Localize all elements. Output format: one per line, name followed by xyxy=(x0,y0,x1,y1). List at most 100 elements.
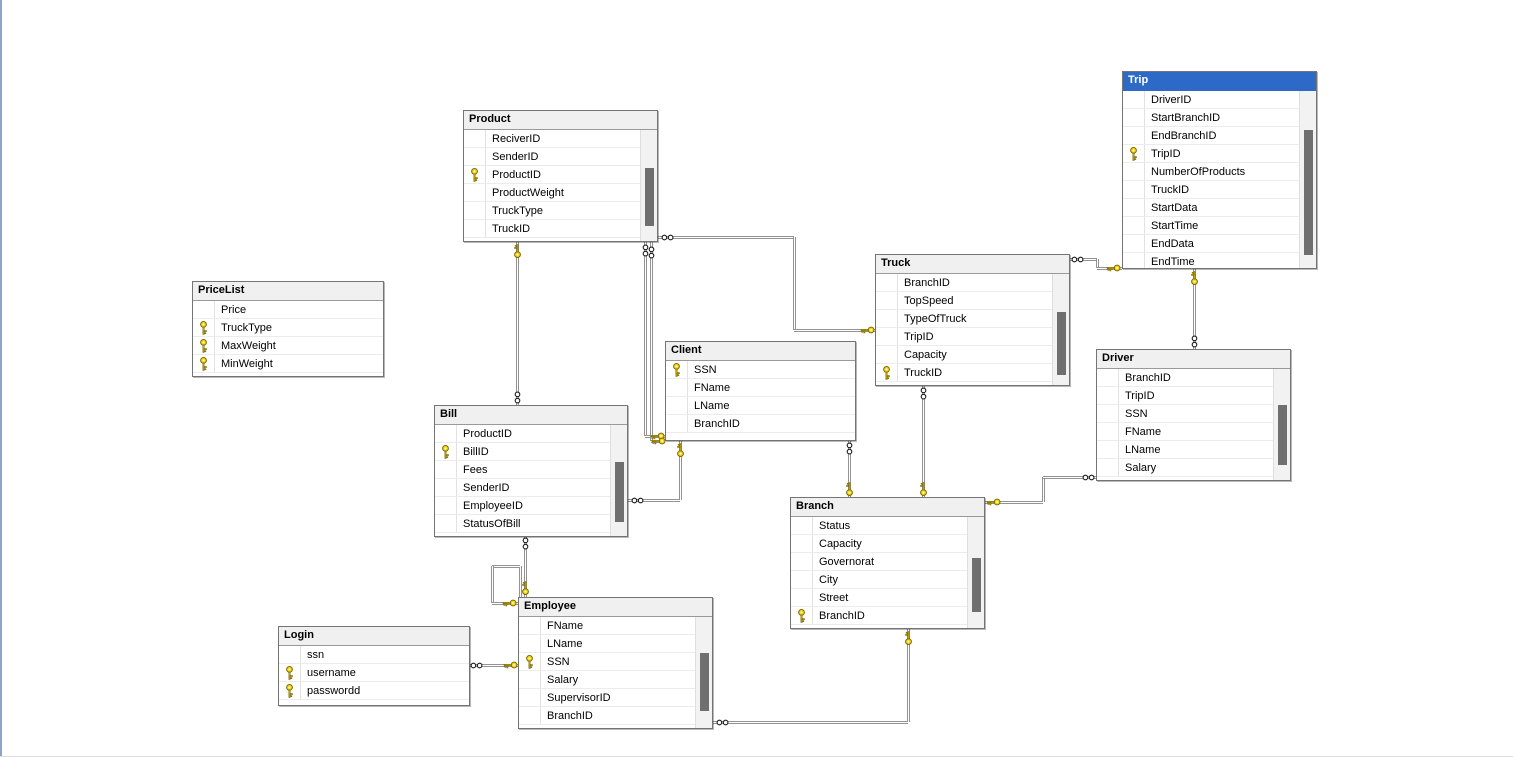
table-row[interactable]: Street xyxy=(791,589,967,607)
table-row[interactable]: FName xyxy=(519,617,695,635)
table-scrollbar[interactable] xyxy=(1273,369,1290,480)
table-row[interactable]: TruckType xyxy=(464,202,640,220)
table-row[interactable]: SSN xyxy=(1097,405,1273,423)
table-header[interactable]: Client xyxy=(666,342,855,361)
table-row[interactable]: BranchID xyxy=(791,607,967,625)
table-row[interactable]: MaxWeight xyxy=(193,337,383,355)
table-row[interactable]: EmployeeID xyxy=(435,497,610,515)
relationship-line-truck-product[interactable] xyxy=(658,236,794,239)
table-header[interactable]: Driver xyxy=(1097,350,1290,369)
table-row[interactable]: Price xyxy=(193,301,383,319)
table-row[interactable]: TruckID xyxy=(1123,181,1299,199)
table-row[interactable]: SenderID xyxy=(435,479,610,497)
table-row[interactable]: Salary xyxy=(519,671,695,689)
table-row[interactable]: EndTime xyxy=(1123,253,1299,268)
relationship-line-branch-driver[interactable] xyxy=(1042,477,1045,502)
scrollbar-thumb[interactable] xyxy=(1304,130,1313,255)
table-row[interactable]: Governorat xyxy=(791,553,967,571)
table-row[interactable]: ReciverID xyxy=(464,130,640,148)
table-row[interactable]: SenderID xyxy=(464,148,640,166)
table-header[interactable]: Product xyxy=(464,111,657,130)
table-row[interactable]: BillID xyxy=(435,443,610,461)
relationship-line-client-bill[interactable] xyxy=(679,441,682,500)
table-row[interactable]: Fees xyxy=(435,461,610,479)
table-row[interactable]: TripID xyxy=(876,328,1052,346)
table-scrollbar[interactable] xyxy=(1299,91,1316,268)
scrollbar-thumb[interactable] xyxy=(1057,312,1066,375)
table-row[interactable]: MinWeight xyxy=(193,355,383,373)
relationship-line-branch-employee[interactable] xyxy=(907,629,910,722)
table-row[interactable]: City xyxy=(791,571,967,589)
relationship-line-client-product-reciver[interactable] xyxy=(644,242,647,436)
table-row[interactable]: FName xyxy=(1097,423,1273,441)
table-row[interactable]: BranchID xyxy=(876,274,1052,292)
table-row[interactable]: ssn xyxy=(279,646,469,664)
table-row[interactable]: TripID xyxy=(1123,145,1299,163)
relationship-line-truck-product[interactable] xyxy=(793,237,796,330)
table-row[interactable]: TypeOfTruck xyxy=(876,310,1052,328)
table-row[interactable]: StartTime xyxy=(1123,217,1299,235)
table-row[interactable]: TruckID xyxy=(876,364,1052,382)
table-row[interactable]: TruckType xyxy=(193,319,383,337)
table-row[interactable]: ProductID xyxy=(464,166,640,184)
relationship-line-client-bill[interactable] xyxy=(628,499,680,502)
table-header[interactable]: Bill xyxy=(435,406,627,425)
relationship-line-employee-supervisor-self[interactable] xyxy=(492,565,520,568)
table-header[interactable]: PriceList xyxy=(193,282,383,301)
scrollbar-thumb[interactable] xyxy=(972,558,981,612)
scrollbar-thumb[interactable] xyxy=(1278,405,1287,465)
scrollbar-thumb[interactable] xyxy=(645,168,654,226)
table-row[interactable]: Capacity xyxy=(791,535,967,553)
table-row[interactable]: BranchID xyxy=(519,707,695,725)
table-row[interactable]: BranchID xyxy=(666,415,855,433)
table-row[interactable]: StartBranchID xyxy=(1123,109,1299,127)
relationship-line-employee-supervisor-self[interactable] xyxy=(519,566,522,597)
relationship-line-branch-employee[interactable] xyxy=(713,721,908,724)
relationship-line-employee-supervisor-self[interactable] xyxy=(491,566,494,603)
table-row[interactable]: SSN xyxy=(666,361,855,379)
relationship-line-branch-driver[interactable] xyxy=(1043,476,1096,479)
table-row[interactable]: SupervisorID xyxy=(519,689,695,707)
table-header[interactable]: Branch xyxy=(791,498,984,517)
table-row[interactable]: SSN xyxy=(519,653,695,671)
relationship-line-truck-product[interactable] xyxy=(794,329,875,332)
relationship-line-branch-truck[interactable] xyxy=(922,386,925,497)
relationship-line-trip-truck[interactable] xyxy=(1070,258,1097,261)
relationship-line-product-bill[interactable] xyxy=(516,242,519,405)
table-row[interactable]: ProductID xyxy=(435,425,610,443)
relationship-line-client-product-sender[interactable] xyxy=(650,242,653,441)
table-row[interactable]: StatusOfBill xyxy=(435,515,610,533)
scrollbar-thumb[interactable] xyxy=(615,462,624,522)
table-row[interactable]: Status xyxy=(791,517,967,535)
table-row[interactable]: username xyxy=(279,664,469,682)
table-row[interactable]: TripID xyxy=(1097,387,1273,405)
table-row[interactable]: LName xyxy=(1097,441,1273,459)
table-row[interactable]: TopSpeed xyxy=(876,292,1052,310)
table-row[interactable]: DriverID xyxy=(1123,91,1299,109)
table-row[interactable]: FName xyxy=(666,379,855,397)
table-row[interactable]: EndBranchID xyxy=(1123,127,1299,145)
scrollbar-thumb[interactable] xyxy=(700,653,709,711)
table-row[interactable]: StartData xyxy=(1123,199,1299,217)
table-row[interactable]: LName xyxy=(666,397,855,415)
table-row[interactable]: EndData xyxy=(1123,235,1299,253)
table-row[interactable]: Salary xyxy=(1097,459,1273,477)
table-header[interactable]: Login xyxy=(279,627,469,646)
table-header[interactable]: Employee xyxy=(519,598,712,617)
table-row[interactable]: passwordd xyxy=(279,682,469,700)
table-scrollbar[interactable] xyxy=(610,425,627,536)
table-row[interactable]: NumberOfProducts xyxy=(1123,163,1299,181)
table-scrollbar[interactable] xyxy=(695,617,712,728)
table-scrollbar[interactable] xyxy=(1052,274,1069,385)
table-row[interactable]: ProductWeight xyxy=(464,184,640,202)
table-header[interactable]: Trip xyxy=(1123,72,1316,91)
relationship-line-branch-client[interactable] xyxy=(848,441,851,497)
